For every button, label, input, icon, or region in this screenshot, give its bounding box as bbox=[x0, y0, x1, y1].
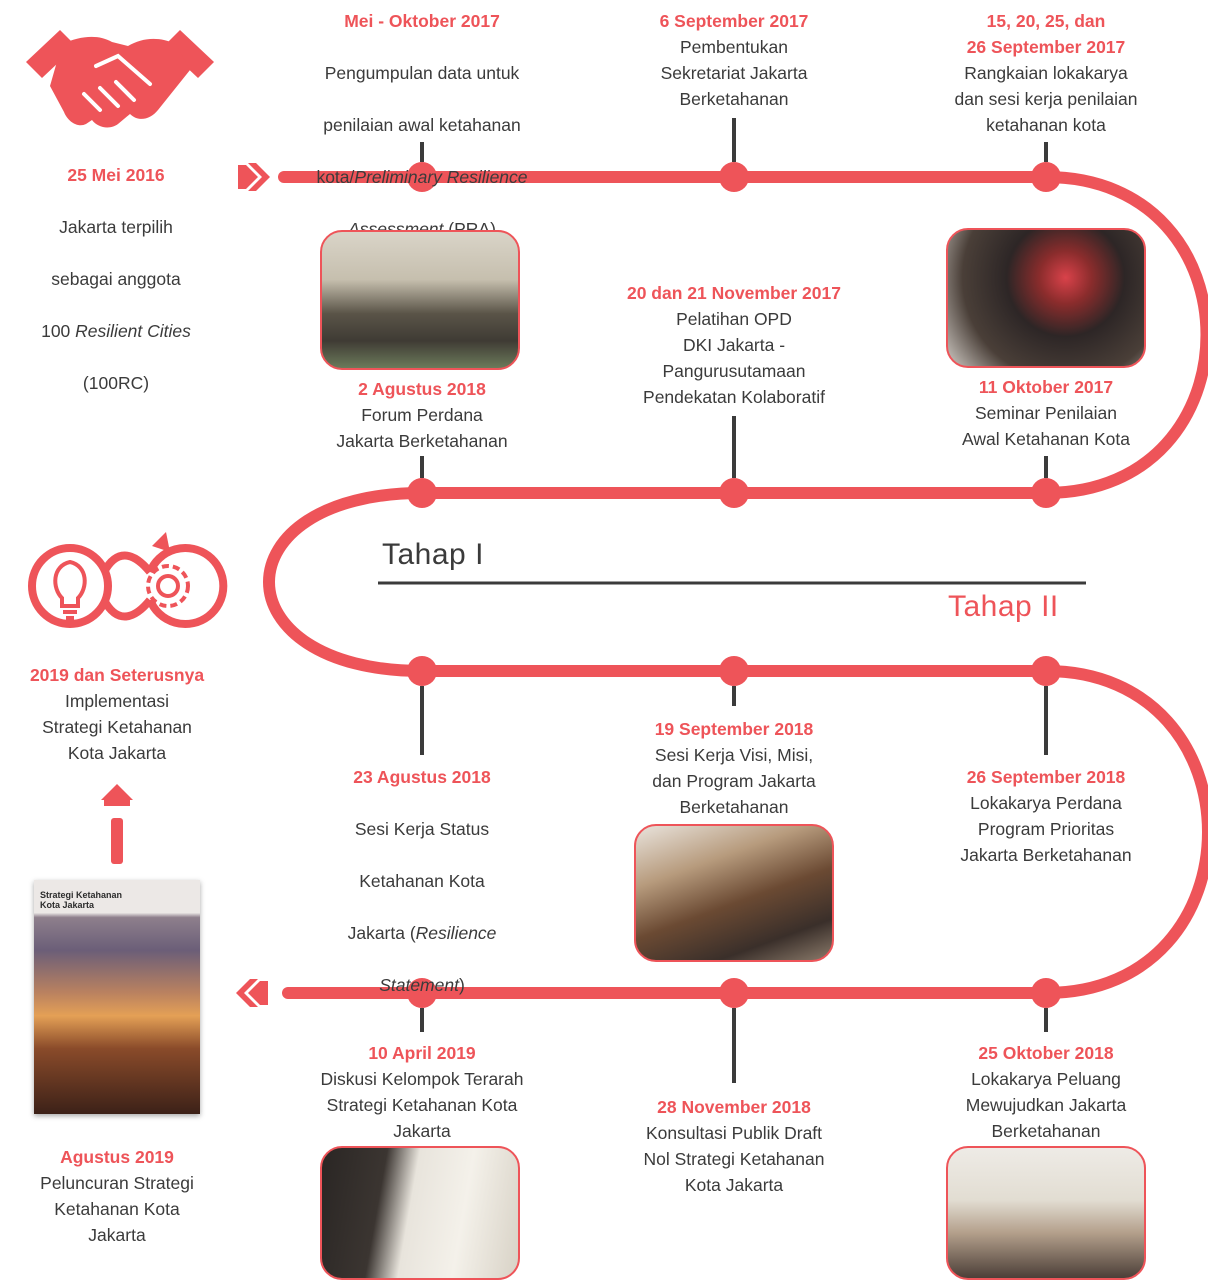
event-resilience-statement: 23 Agustus 2018 Sesi Kerja Status Ketaha… bbox=[302, 764, 542, 998]
event-date: 19 September 2018 bbox=[654, 719, 814, 739]
strategy-cover-image: Strategi Ketahanan Kota Jakarta bbox=[34, 880, 200, 1114]
event-desc: Pelatihan OPD DKI Jakarta - Pangurusutam… bbox=[643, 309, 825, 407]
event-date: 25 Mei 2016 bbox=[67, 165, 165, 185]
event-date: 25 Oktober 2018 bbox=[978, 1043, 1114, 1063]
event-date: 2019 dan Seterusnya bbox=[29, 665, 205, 685]
stage-1-label: Tahap I bbox=[382, 538, 484, 571]
event-date: 10 April 2019 bbox=[368, 1043, 476, 1063]
event-peluncuran: Agustus 2019 Peluncuran Strategi Ketahan… bbox=[6, 1144, 228, 1248]
stage-2-label: Tahap II bbox=[948, 590, 1059, 623]
start-arrow-icon bbox=[238, 163, 270, 191]
event-date: Mei - Oktober 2017 bbox=[344, 11, 500, 31]
event-date: Agustus 2019 bbox=[60, 1147, 174, 1167]
event-desc: Seminar Penilaian Awal Ketahanan Kota bbox=[961, 403, 1130, 449]
event-program-prioritas: 26 September 2018 Lokakarya Perdana Prog… bbox=[916, 764, 1176, 868]
event-start: 25 Mei 2016 Jakarta terpilih sebagai ang… bbox=[10, 162, 222, 396]
photo-lokakarya-peluang bbox=[946, 1146, 1146, 1280]
event-desc: Lokakarya Perdana Program Prioritas Jaka… bbox=[960, 793, 1132, 865]
event-visi-misi: 19 September 2018 Sesi Kerja Visi, Misi,… bbox=[604, 716, 864, 820]
handshake-icon bbox=[26, 30, 214, 128]
event-desc: Sesi Kerja Status Ketahanan Kota Jakarta… bbox=[347, 819, 497, 995]
event-fgd: 10 April 2019 Diskusi Kelompok Terarah S… bbox=[282, 1040, 562, 1144]
event-desc: Konsultasi Publik Draft Nol Strategi Ket… bbox=[643, 1123, 825, 1195]
cover-title: Strategi Ketahanan Kota Jakarta bbox=[40, 890, 123, 910]
event-desc: Peluncuran Strategi Ketahanan Kota Jakar… bbox=[40, 1173, 194, 1245]
event-konsultasi-publik: 28 November 2018 Konsultasi Publik Draft… bbox=[604, 1094, 864, 1198]
photo-seminar bbox=[946, 228, 1146, 368]
event-date: 20 dan 21 November 2017 bbox=[626, 283, 841, 303]
event-forum-perdana: 2 Agustus 2018 Forum Perdana Jakarta Ber… bbox=[282, 376, 562, 454]
event-desc: Diskusi Kelompok Terarah Strategi Ketaha… bbox=[320, 1069, 524, 1141]
event-desc: Implementasi Strategi Ketahanan Kota Jak… bbox=[42, 691, 192, 763]
photo-forum-perdana bbox=[320, 230, 520, 370]
photo-fgd bbox=[320, 1146, 520, 1280]
event-desc: Sesi Kerja Visi, Misi, dan Program Jakar… bbox=[652, 745, 816, 817]
event-desc: Jakarta terpilih sebagai anggota 100 Res… bbox=[41, 217, 191, 393]
lightbulb-gear-icon bbox=[28, 544, 228, 628]
event-date: 28 November 2018 bbox=[657, 1097, 811, 1117]
up-arrow-icon bbox=[101, 784, 133, 864]
event-seminar: 11 Oktober 2017 Seminar Penilaian Awal K… bbox=[916, 374, 1176, 452]
event-pra: Mei - Oktober 2017 Pengumpulan data untu… bbox=[282, 8, 562, 242]
event-sekretariat: 6 September 2017 Pembentukan Sekretariat… bbox=[594, 8, 874, 112]
event-lokakarya-peluang: 25 Oktober 2018 Lokakarya Peluang Mewuju… bbox=[916, 1040, 1176, 1144]
event-date: 11 Oktober 2017 bbox=[978, 377, 1114, 397]
milestone-dots bbox=[407, 162, 1061, 1008]
photo-visi-misi bbox=[634, 824, 834, 962]
end-arrow-icon bbox=[236, 979, 268, 1007]
event-date: 2 Agustus 2018 bbox=[358, 379, 486, 399]
event-date: 6 September 2017 bbox=[659, 11, 809, 31]
event-desc: Rangkaian lokakarya dan sesi kerja penil… bbox=[954, 63, 1138, 135]
event-date: 26 September 2018 bbox=[966, 767, 1126, 787]
event-desc: Forum Perdana Jakarta Berketahanan bbox=[336, 405, 508, 451]
event-pelatihan-opd: 20 dan 21 November 2017 Pelatihan OPD DK… bbox=[584, 280, 884, 410]
event-desc: Lokakarya Peluang Mewujudkan Jakarta Ber… bbox=[965, 1069, 1127, 1141]
event-implementasi: 2019 dan Seterusnya Implementasi Strateg… bbox=[4, 662, 230, 766]
event-date: 23 Agustus 2018 bbox=[353, 767, 491, 787]
event-desc: Pembentukan Sekretariat Jakarta Berketah… bbox=[660, 37, 808, 109]
event-desc: Pengumpulan data untuk penilaian awal ke… bbox=[316, 63, 528, 239]
event-lokakarya-2017: 15, 20, 25, dan 26 September 2017 Rangka… bbox=[906, 8, 1186, 138]
event-date: 15, 20, 25, dan 26 September 2017 bbox=[966, 11, 1126, 57]
